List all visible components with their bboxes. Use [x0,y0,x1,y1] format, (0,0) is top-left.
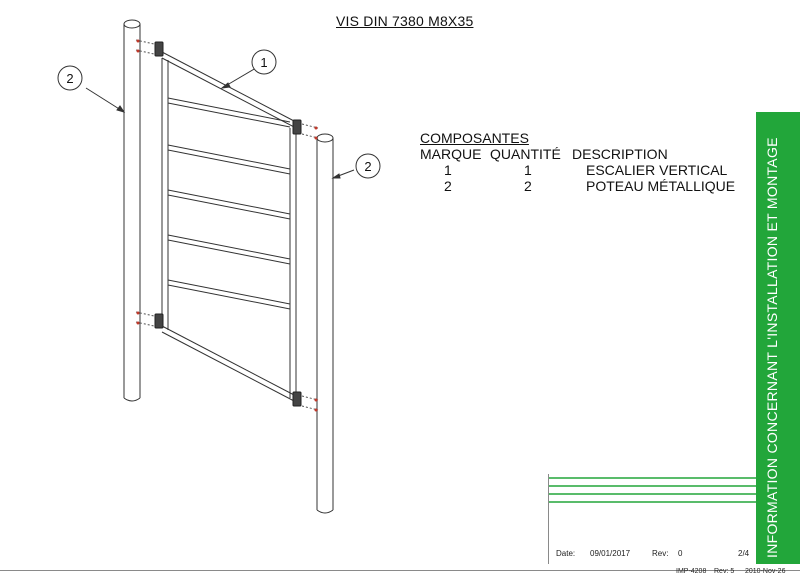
date-label: Date: [556,549,576,558]
row-2-description: POTEAU MÉTALLIQUE [586,178,736,194]
callout-1: 1 [251,49,277,75]
row-1-marque: 1 [444,162,452,178]
row-2-marque: 2 [444,178,452,194]
footer-revision: Rev: 5 [714,568,735,575]
callout-2-left-label: 2 [66,71,73,86]
right-post [316,133,334,514]
components-table: COMPOSANTES MARQUE QUANTITÉ DESCRIPTION … [420,130,735,194]
callout-leaders [85,67,355,179]
column-description: DESCRIPTION [572,146,668,162]
rev-value: 0 [678,549,683,558]
sidebar-title: INFORMATION CONCERNANT L'INSTALLATION ET… [764,137,780,558]
table-row: 1 1 ESCALIER VERTICAL [420,162,727,178]
callout-2-right-label: 2 [364,159,371,174]
left-post [123,19,141,402]
table-row: 2 2 POTEAU MÉTALLIQUE [420,178,735,194]
callout-2-left: 2 [57,65,83,91]
rev-label: Rev: [652,549,669,558]
drawing-title: VIS DIN 7380 M8X35 [336,13,474,29]
row-2-quantite: 2 [524,178,532,194]
components-heading: COMPOSANTES [420,130,529,146]
bottom-border [0,570,800,571]
bolt-heads [136,39,318,412]
brackets [154,41,302,407]
title-block-lines [548,474,756,564]
bolts [135,39,319,411]
sidebar-bar [756,112,800,564]
components-header-row: MARQUE QUANTITÉ DESCRIPTION [420,146,668,162]
ladder-rails [161,51,297,403]
footer-code: IMP-4208 [676,568,707,575]
row-1-quantite: 1 [524,162,532,178]
ladder-rungs [167,97,291,310]
page-number: 2/4 [738,549,750,558]
column-marque: MARQUE [420,146,482,162]
footer-date: 2010-Nov-26 [745,568,786,575]
callout-2-right: 2 [355,153,381,179]
column-quantite: QUANTITÉ [490,146,561,162]
date-value: 09/01/2017 [590,549,631,558]
row-1-description: ESCALIER VERTICAL [586,162,728,178]
callout-1-label: 1 [260,55,267,70]
